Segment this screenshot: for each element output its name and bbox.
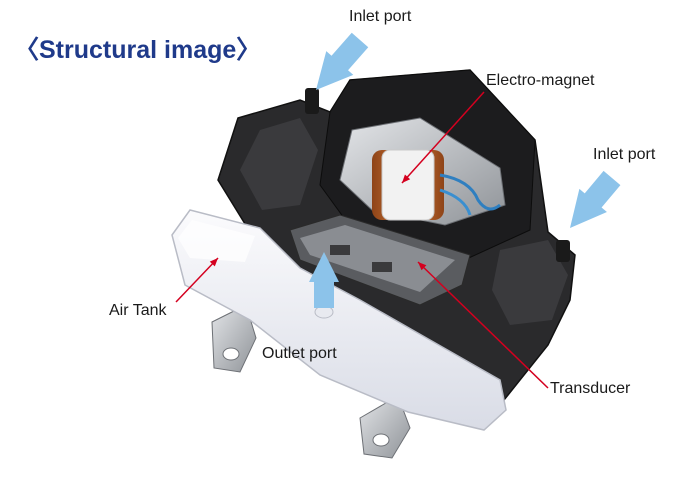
diagram-title: 〈Structural image〉 — [14, 36, 262, 64]
electro-magnet-assembly — [339, 117, 506, 226]
leader-transducer — [417, 261, 549, 389]
label-inlet-port-top: Inlet port — [349, 8, 412, 25]
air-tank-body — [171, 209, 507, 431]
label-inlet-port-right: Inlet port — [593, 146, 656, 163]
mounting-tab-right — [359, 395, 411, 459]
label-transducer: Transducer — [550, 380, 631, 397]
inlet-arrow-right — [570, 170, 621, 228]
mounting-tab-left — [211, 304, 257, 373]
label-air-tank: Air Tank — [109, 302, 167, 319]
leader-air-tank — [175, 257, 219, 303]
outlet-arrow — [309, 252, 339, 308]
leader-electro-magnet — [401, 91, 485, 184]
label-electro-magnet: Electro-magnet — [486, 72, 595, 89]
inlet-nozzle-top — [305, 88, 319, 114]
transducer-plate — [289, 214, 471, 306]
label-outlet-port: Outlet port — [262, 345, 337, 362]
inlet-arrow-top — [316, 32, 369, 90]
inlet-nozzle-right — [556, 240, 570, 262]
